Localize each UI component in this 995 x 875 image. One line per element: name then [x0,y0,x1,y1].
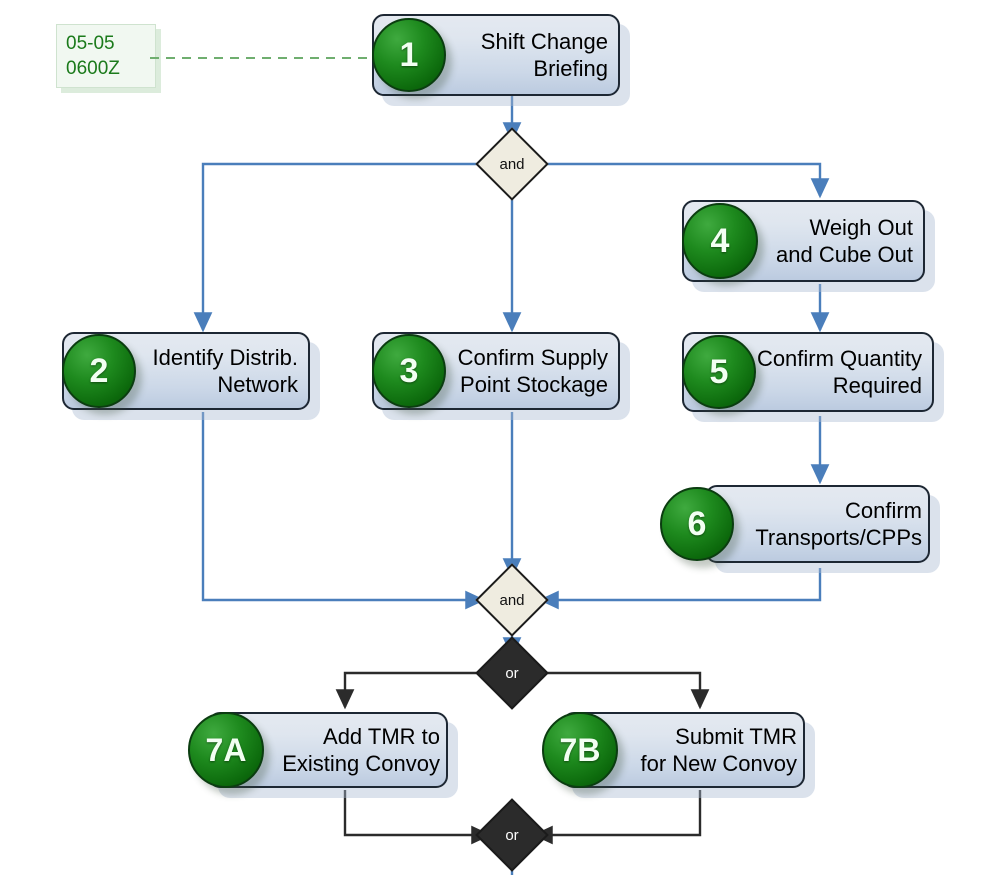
note-line-2: 0600Z [66,58,120,79]
task-node-3[interactable]: Confirm Supply Point Stockage 3 [372,332,630,420]
node-badge: 6 [660,487,734,561]
gateway-label: or [505,826,519,844]
gateway-or-split[interactable]: or [475,636,549,710]
node-badge: 7A [188,712,264,788]
task-node-2[interactable]: Identify Distrib. Network 2 [62,332,320,420]
node-label: Add TMR to Existing Convoy [282,724,440,776]
node-label: Shift Change Briefing [480,29,608,81]
gateway-or-join[interactable]: or [475,798,549,872]
note-association-line [150,57,375,59]
node-label: Confirm Quantity Required [756,346,922,398]
node-badge: 5 [682,335,756,409]
node-badge: 4 [682,203,758,279]
gateway-and-split[interactable]: and [475,127,549,201]
task-node-5[interactable]: Confirm Quantity Required 5 [682,332,944,422]
node-badge: 1 [372,18,446,92]
gateway-label: or [505,664,519,682]
task-node-4[interactable]: Weigh Out and Cube Out 4 [682,200,935,292]
node-label: Identify Distrib. Network [152,345,299,397]
timestamp-note: 05-05 0600Z [56,24,156,88]
gateway-and-join[interactable]: and [475,563,549,637]
gateway-label: and [499,591,525,609]
node-label: Confirm Transports/CPPs [755,498,922,550]
task-node-7b[interactable]: Submit TMR for New Convoy 7B [542,712,815,798]
task-node-1[interactable]: Shift Change Briefing 1 [372,14,630,106]
task-node-6[interactable]: Confirm Transports/CPPs 6 [660,485,940,573]
node-label: Confirm Supply Point Stockage [457,345,608,397]
gateway-label: and [499,155,525,173]
node-badge: 3 [372,334,446,408]
note-line-1: 05-05 [66,33,115,54]
task-node-7a[interactable]: Add TMR to Existing Convoy 7A [188,712,458,798]
node-badge: 7B [542,712,618,788]
node-box [705,485,930,563]
node-badge: 2 [62,334,136,408]
node-label: Submit TMR for New Convoy [640,724,797,776]
node-label: Weigh Out and Cube Out [776,215,913,267]
